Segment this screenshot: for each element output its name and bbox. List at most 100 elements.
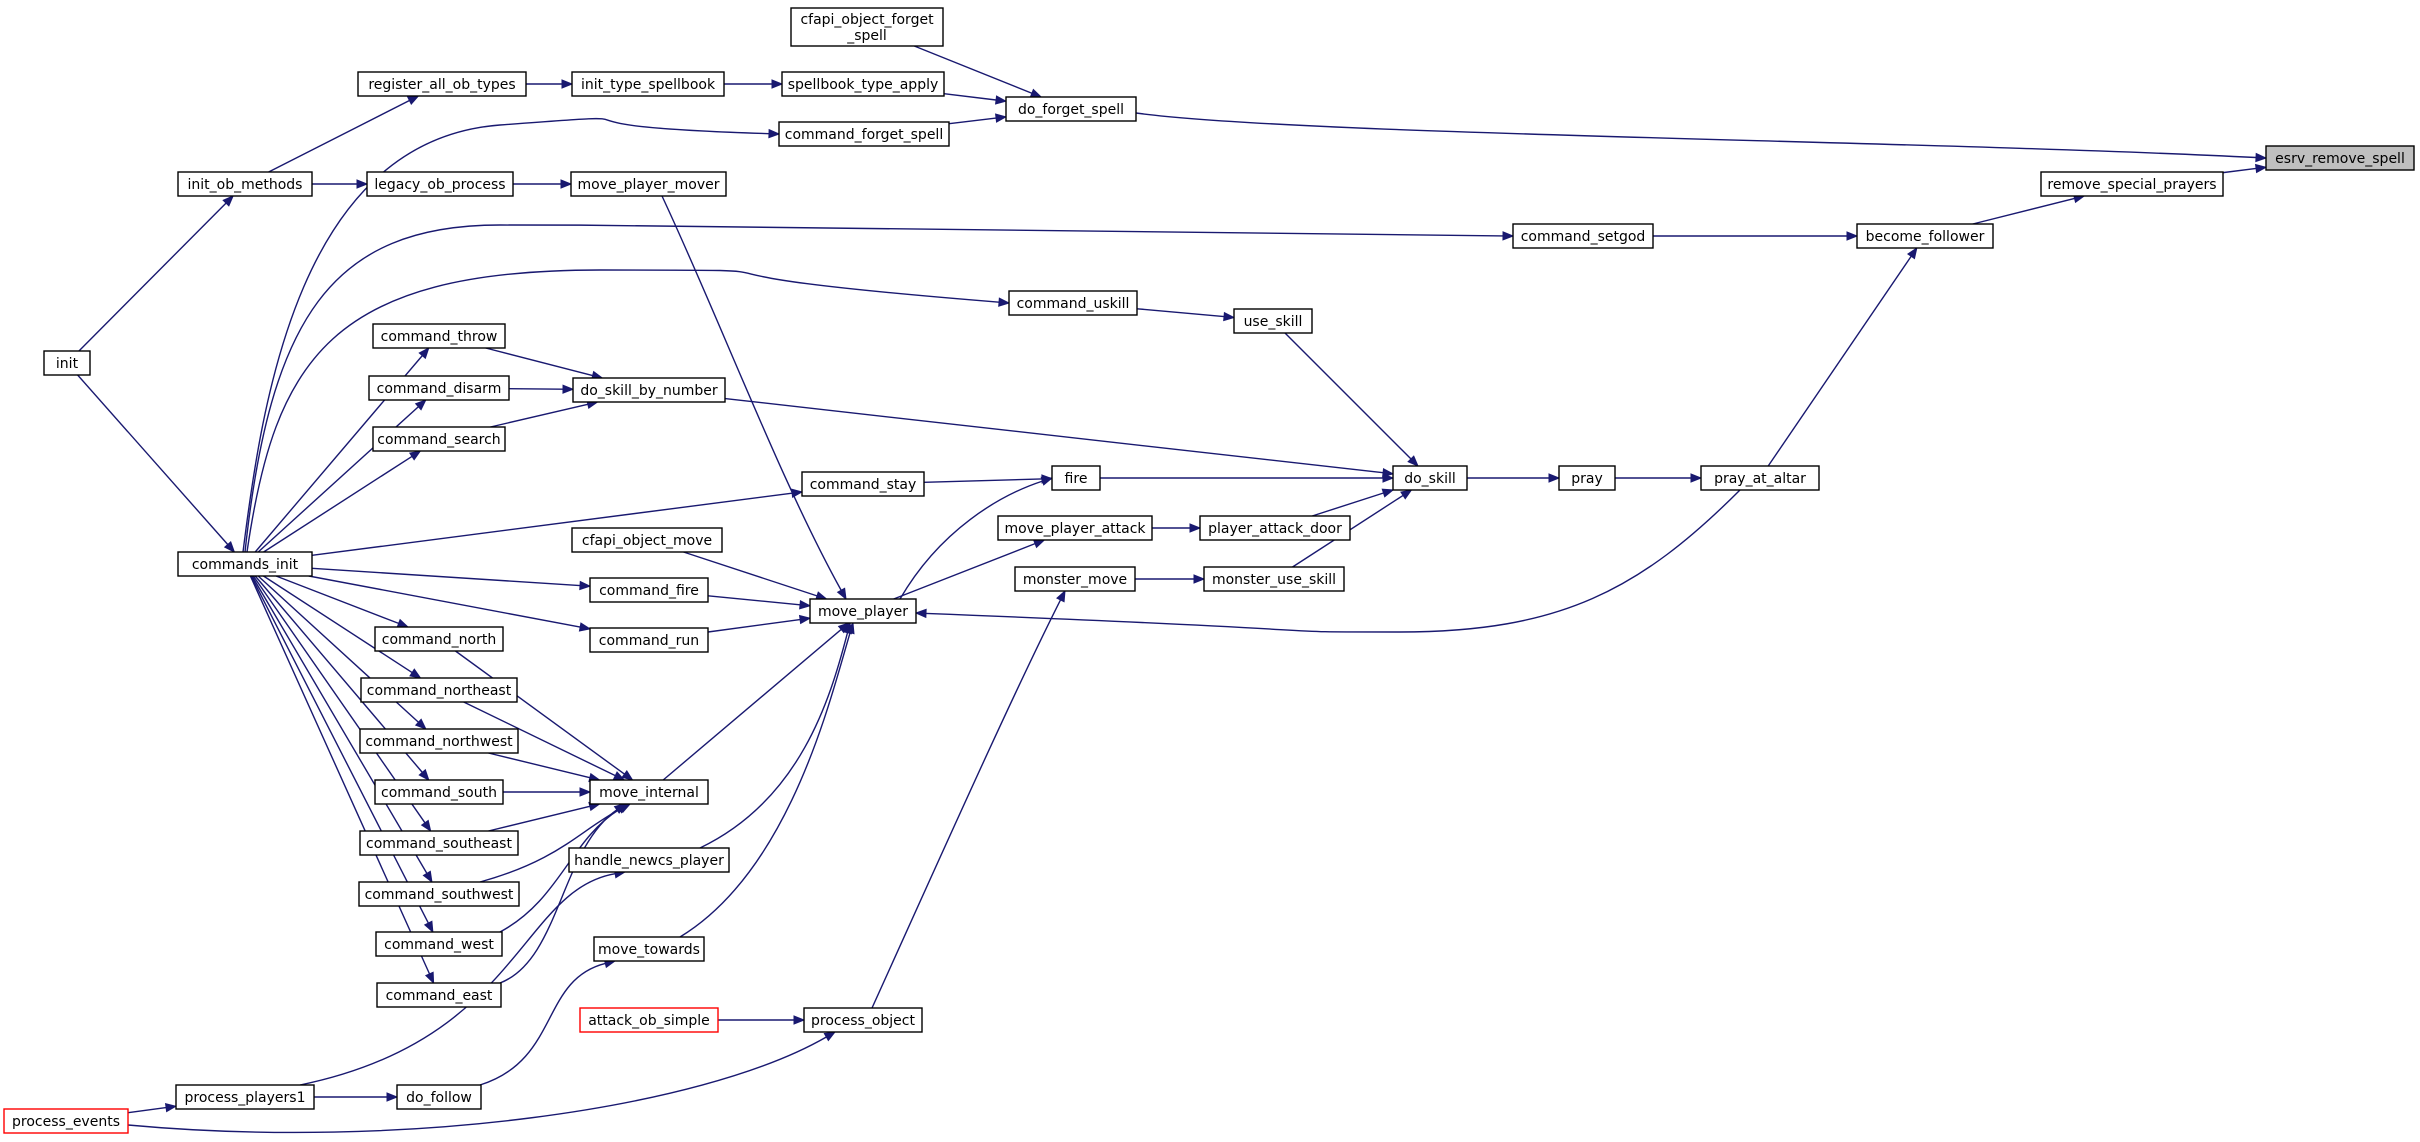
edge-arrowhead [1223, 311, 1236, 322]
edge-commands-init-to-command-northwest [257, 575, 427, 730]
node-command-east[interactable]: command_east [376, 982, 502, 1008]
node-box [1233, 308, 1313, 334]
node-init-ob-methods[interactable]: init_ob_methods [177, 171, 313, 197]
node-remove-special-prayers[interactable]: remove_special_prayers [2040, 171, 2224, 197]
node-register-all[interactable]: register_all_ob_types [357, 71, 527, 97]
node-move-player[interactable]: move_player [809, 598, 917, 624]
node-label: remove_special_prayers [2047, 177, 2216, 193]
edge-command-northwest-to-move-internal [488, 752, 601, 783]
node-player-attack-door[interactable]: player_attack_door [1199, 515, 1351, 541]
node-command-setgod[interactable]: command_setgod [1512, 223, 1654, 249]
node-command-stay[interactable]: command_stay [801, 471, 925, 497]
node-box [1008, 290, 1138, 316]
edge-monster-move-to-monster-use-skill [1135, 574, 1206, 584]
edge-commands-init-to-command-stay [311, 488, 804, 557]
node-command-northeast[interactable]: command_northeast [360, 677, 518, 703]
node-command-northwest[interactable]: command_northwest [359, 728, 519, 754]
node-command-fire[interactable]: command_fire [589, 577, 709, 603]
node-box [3, 1108, 129, 1134]
node-do-skill-by-number[interactable]: do_skill_by_number [572, 377, 726, 403]
node-box [571, 71, 725, 97]
node-command-run[interactable]: command_run [589, 627, 709, 653]
node-box [1512, 223, 1654, 249]
edge-arrowhead [613, 803, 627, 814]
node-label: move_towards [598, 942, 700, 958]
edge-handle-newcs-player-to-move-player [699, 621, 852, 849]
node-label: process_object [811, 1013, 915, 1029]
nodes-layer: cfapi_object_forget_spell register_all_ob… [3, 7, 2415, 1134]
node-monster-move[interactable]: monster_move [1014, 566, 1136, 592]
edge-arrowhead [793, 1015, 806, 1025]
edge-arrowhead [799, 600, 812, 610]
node-label: commands_init [192, 557, 299, 573]
node-process-object[interactable]: process_object [803, 1007, 923, 1033]
edge-arrowhead [579, 787, 592, 797]
node-do-forget-spell[interactable]: do_forget_spell [1005, 96, 1137, 122]
edge-process-events-to-process-object [127, 1031, 837, 1134]
node-label: spellbook_type_apply [788, 77, 939, 93]
edge-command-forget-spell-to-do-forget-spell [948, 113, 1008, 125]
node-commands-init[interactable]: commands_init [177, 551, 313, 577]
edge-line [244, 224, 1504, 553]
node-box [177, 551, 313, 577]
node-command-uskill[interactable]: command_uskill [1008, 290, 1138, 316]
edge-line [724, 397, 1384, 474]
edge-process-object-to-monster-move [871, 589, 1066, 1009]
node-move-towards[interactable]: move_towards [593, 936, 705, 962]
node-legacy-ob-process[interactable]: legacy_ob_process [366, 171, 514, 197]
node-cfapi-object-move[interactable]: cfapi_object_move [571, 527, 723, 553]
node-label: command_search [377, 432, 500, 448]
edge-arrowhead [771, 79, 784, 89]
node-label: process_events [12, 1114, 120, 1130]
node-do-skill[interactable]: do_skill [1392, 465, 1468, 491]
node-monster-use-skill[interactable]: monster_use_skill [1203, 566, 1345, 592]
node-label: pray [1571, 471, 1603, 487]
node-move-player-mover[interactable]: move_player_mover [570, 171, 727, 197]
node-command-search[interactable]: command_search [372, 426, 506, 452]
edge-arrowhead [768, 128, 781, 139]
edge-init-type-spellbook-to-spellbook-type-apply [724, 79, 784, 89]
node-label: become_follower [1866, 229, 1985, 245]
node-init[interactable]: init [43, 350, 91, 376]
node-become-follower[interactable]: become_follower [1856, 223, 1994, 249]
node-pray-at-altar[interactable]: pray_at_altar [1700, 465, 1820, 491]
node-box [589, 627, 709, 653]
node-init-type-spellbook[interactable]: init_type_spellbook [571, 71, 725, 97]
node-command-southwest[interactable]: command_southwest [358, 881, 520, 907]
node-command-disarm[interactable]: command_disarm [368, 375, 510, 401]
node-command-throw[interactable]: command_throw [372, 323, 506, 349]
edge-arrowhead [1400, 489, 1413, 500]
node-box [790, 7, 944, 47]
edge-line [275, 575, 399, 625]
node-box [374, 626, 504, 652]
node-use-skill[interactable]: use_skill [1233, 308, 1313, 334]
node-spellbook-type-apply[interactable]: spellbook_type_apply [781, 71, 945, 97]
edge-commands-init-to-command-northeast [263, 575, 422, 679]
edge-remove-special-prayers-to-esrv-remove-spell [2222, 163, 2268, 174]
node-cfapi-forget[interactable]: cfapi_object_forget_spell [790, 7, 944, 47]
edge-line [1767, 255, 1912, 467]
edge-fire-to-do-skill [1100, 473, 1395, 483]
edge-line [499, 809, 618, 984]
node-fire[interactable]: fire [1051, 465, 1101, 491]
node-box [593, 936, 705, 962]
node-process-players1[interactable]: process_players1 [175, 1084, 315, 1110]
node-command-forget-spell[interactable]: command_forget_spell [778, 121, 950, 147]
node-move-player-attack[interactable]: move_player_attack [997, 515, 1153, 541]
node-command-west[interactable]: command_west [375, 931, 503, 957]
node-move-internal[interactable]: move_internal [589, 779, 709, 805]
node-command-southeast[interactable]: command_southeast [359, 830, 519, 856]
edge-process-events-to-process-players1 [127, 1102, 178, 1114]
node-command-north[interactable]: command_north [374, 626, 504, 652]
node-do-follow[interactable]: do_follow [396, 1084, 482, 1110]
node-label: init_type_spellbook [581, 77, 716, 93]
node-handle-newcs-player[interactable]: handle_newcs_player [568, 847, 730, 873]
edge-line [699, 632, 849, 849]
node-attack-ob-simple[interactable]: attack_ob_simple [579, 1007, 719, 1033]
node-command-south[interactable]: command_south [374, 779, 504, 805]
node-pray[interactable]: pray [1558, 465, 1616, 491]
node-process-events[interactable]: process_events [3, 1108, 129, 1134]
node-esrv-remove-spell[interactable]: esrv_remove_spell [2265, 145, 2415, 171]
node-box [177, 171, 313, 197]
